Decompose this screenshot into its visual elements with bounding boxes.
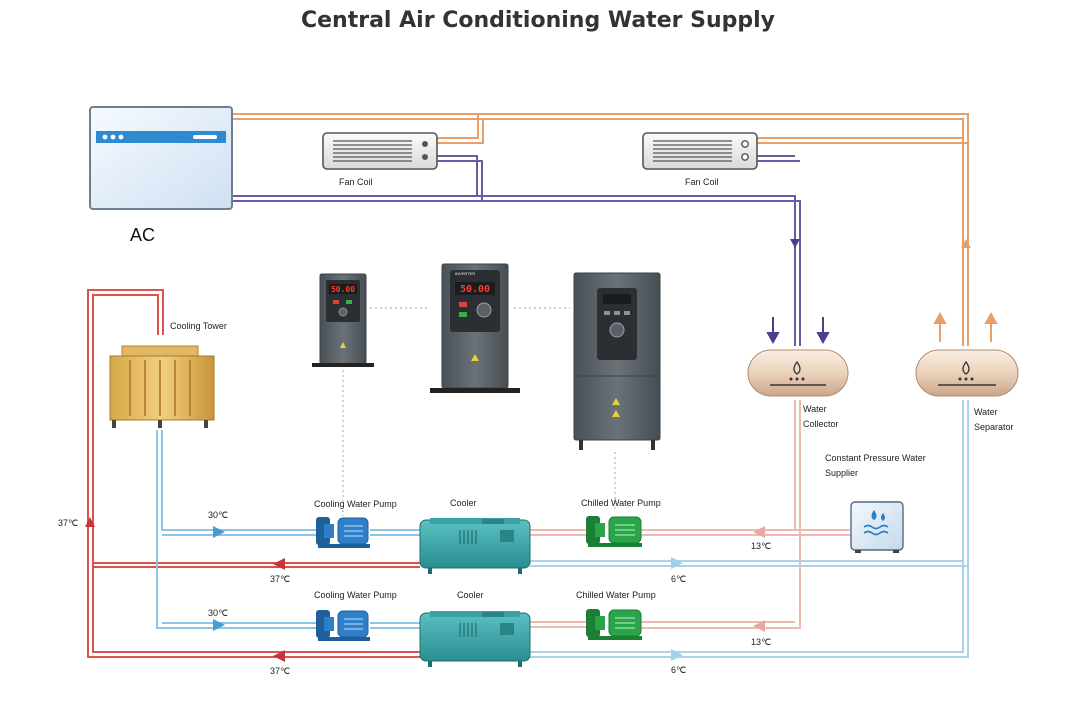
inverter-display: 50.00 [331,285,355,294]
constant-pressure-water-supplier [850,501,904,553]
left-arrow-icon [273,558,285,570]
cooling-water-pump [316,610,370,641]
chilled-water-pump [586,516,642,547]
water-drop-icon [871,510,877,520]
flow-arrows [85,239,998,662]
constant-pressure-label: Constant Pressure Water [825,453,926,463]
hot-water-pipes-red [87,289,420,658]
temp-label: 13℃ [751,541,771,551]
right-arrow-icon [671,649,683,661]
temp-label: 6℃ [671,574,686,584]
cooler-label: Cooler [457,590,484,600]
left-arrow-icon [753,620,765,632]
temp-label: 6℃ [671,665,686,675]
cooling-water-pump [316,517,370,548]
fan-coil-unit [642,132,758,170]
temp-label: 37℃ [270,574,290,584]
temp-label: 13℃ [751,637,771,647]
water-collector-label: Water [803,404,827,414]
down-arrow-icon [766,332,780,345]
return-pipes-purple [232,155,801,346]
up-arrow-icon [984,311,998,324]
up-arrow-icon [961,239,971,248]
svg-text:INVERTER: INVERTER [455,271,475,276]
frequency-inverter-small: 50.00 [312,273,374,367]
down-arrow-icon [790,239,800,248]
water-collector-label: Collector [803,419,839,429]
inverter-display: 50.00 [460,284,490,295]
ac-unit [89,106,233,210]
chilled-water-pump [586,609,642,640]
cooling-pump-label: Cooling Water Pump [314,499,397,509]
chilled-pump-label: Chilled Water Pump [581,498,661,508]
water-separator-tank [915,349,1019,397]
frequency-inverter-large [573,272,661,450]
fan-coil-label: Fan Coil [685,177,719,187]
cooling-tower [109,345,215,428]
warning-icon [612,398,620,405]
page-title: Central Air Conditioning Water Supply [301,8,775,33]
ac-label: AC [130,225,155,245]
water-drop-icon [962,360,970,375]
water-drop-icon [793,360,801,375]
warning-icon [471,354,479,361]
temp-label: 37℃ [270,666,290,676]
water-separator-label: Water [974,407,998,417]
temp-label: 30℃ [208,608,228,618]
up-arrow-icon [85,517,95,527]
chilled-pump-label: Chilled Water Pump [576,590,656,600]
supply-pipes-orange [232,113,969,346]
right-arrow-icon [213,619,225,631]
right-arrow-icon [213,526,225,538]
right-arrow-icon [671,557,683,569]
temp-label: 30℃ [208,510,228,520]
water-collector-tank [747,349,849,397]
chilled-return-pipes-pink [520,400,850,629]
cooler-unit [419,518,531,574]
fan-coil-unit [322,132,438,170]
warning-icon [340,342,346,348]
down-arrow-icon [816,332,830,345]
warning-icon [612,410,620,417]
up-arrow-icon [933,311,947,324]
cooler-label: Cooler [450,498,477,508]
wave-icon [863,524,889,530]
cooling-tower-label: Cooling Tower [170,321,227,331]
cool-water-pipes-blue [156,430,420,629]
constant-pressure-label: Supplier [825,468,858,478]
cooling-pump-label: Cooling Water Pump [314,590,397,600]
left-arrow-icon [753,526,765,538]
water-separator-label: Separator [974,422,1014,432]
cooler-unit [419,611,531,667]
left-arrow-icon [273,650,285,662]
inverter-signal-lines [342,307,616,516]
frequency-inverter-medium: INVERTER 50.00 [430,263,520,393]
fan-coil-label: Fan Coil [339,177,373,187]
temp-label: 37℃ [58,518,78,528]
